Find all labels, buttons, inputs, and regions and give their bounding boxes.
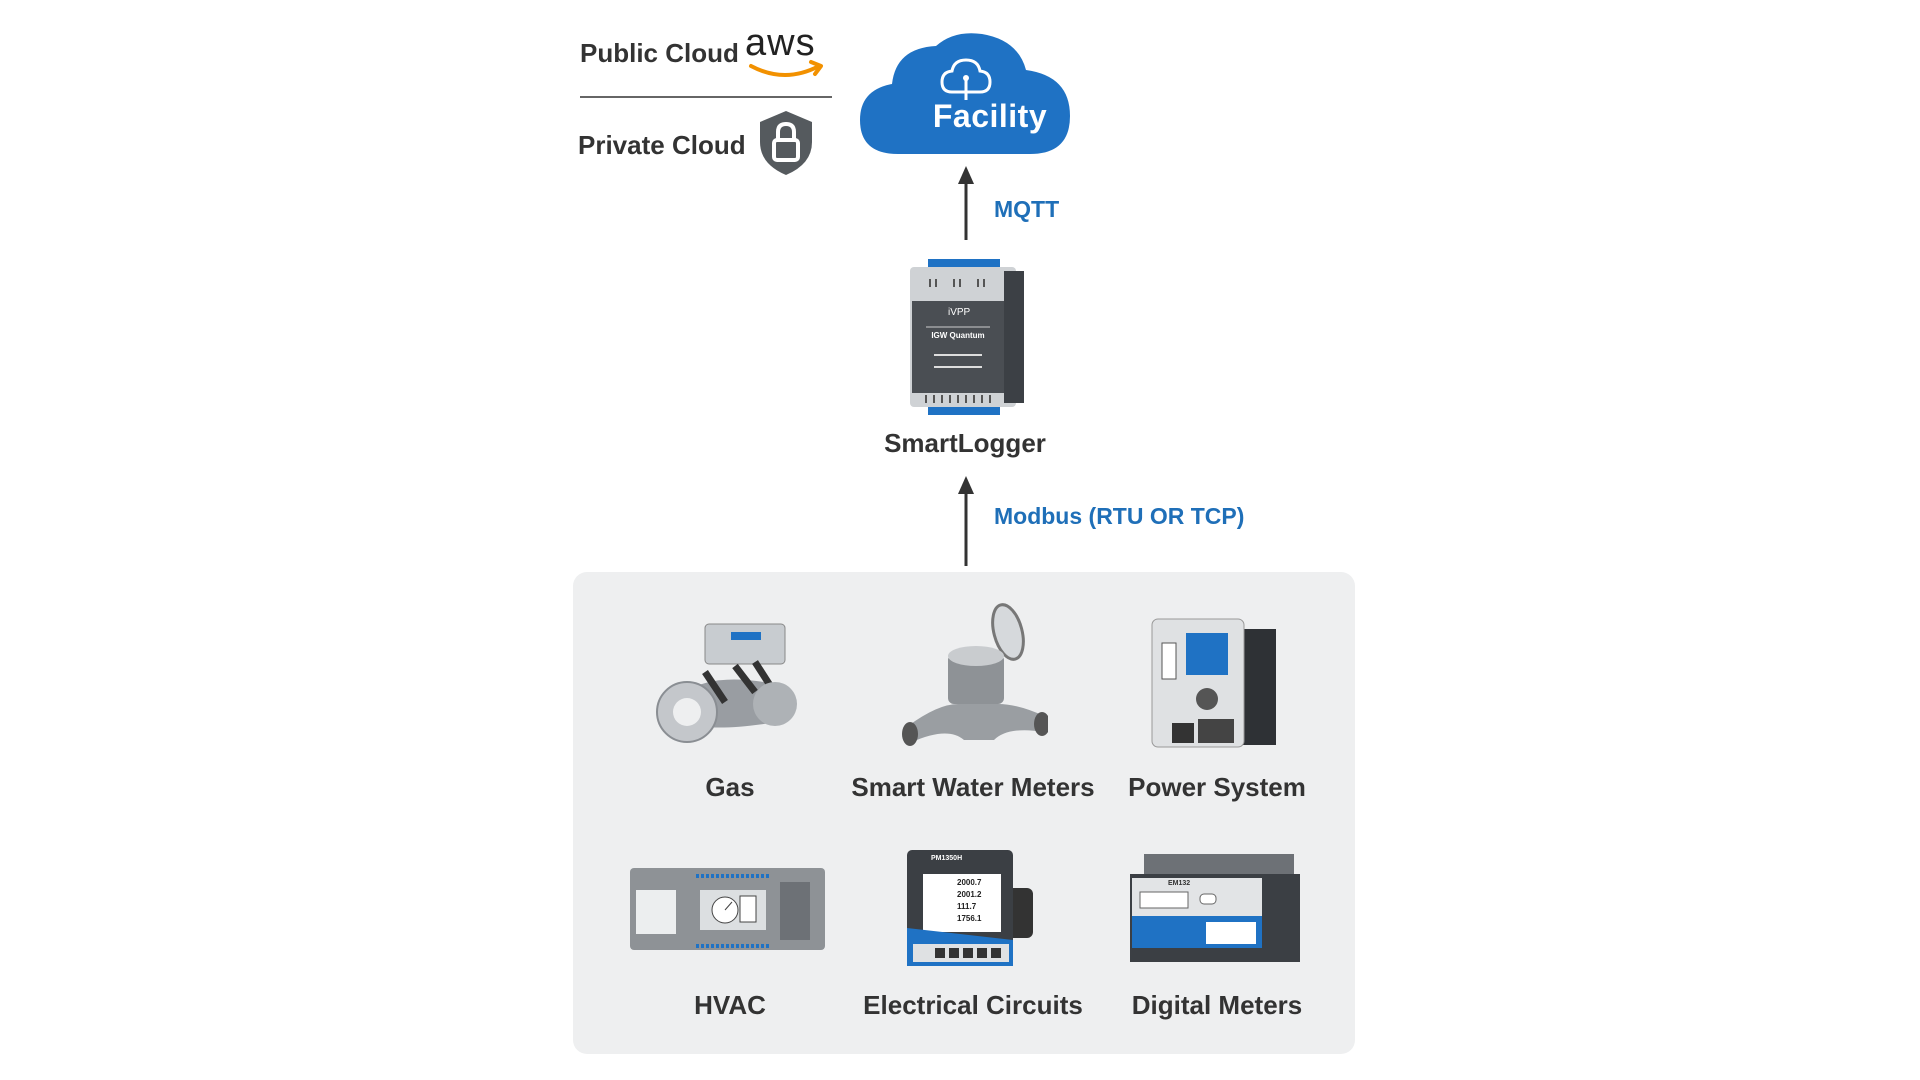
device-label-power: Power System bbox=[1128, 772, 1306, 802]
cloud-divider bbox=[580, 96, 832, 98]
device-label-gas: Gas bbox=[705, 772, 755, 802]
private-cloud-label: Private Cloud bbox=[578, 130, 746, 160]
smartlogger-label: SmartLogger bbox=[884, 428, 1046, 458]
aws-smile-icon bbox=[749, 60, 823, 77]
meter-reading-2: 2001.2 bbox=[957, 890, 982, 899]
hvac-controller-icon bbox=[630, 860, 825, 955]
modbus-label: Modbus (RTU OR TCP) bbox=[994, 503, 1245, 529]
logger-brand-text: iVPP bbox=[948, 307, 971, 318]
aws-logo-text: aws bbox=[745, 22, 816, 64]
smartlogger-device-icon: iVPP IGW Quantum bbox=[900, 255, 1030, 420]
meter-reading-3: 111.7 bbox=[957, 902, 977, 911]
digital-meter-icon: EM132 bbox=[1128, 850, 1303, 965]
shield-lock-icon bbox=[756, 108, 816, 178]
power-meter-icon: PM1350H 2000.7 2001.2 111.7 1756.1 bbox=[905, 848, 1040, 968]
meter-reading-1: 2000.7 bbox=[957, 878, 982, 887]
device-label-electrical: Electrical Circuits bbox=[863, 990, 1083, 1020]
facility-cloud-icon bbox=[858, 28, 1074, 158]
small-cloud-icon bbox=[940, 58, 992, 100]
digital-meter-model-text: EM132 bbox=[1168, 880, 1191, 887]
device-label-water: Smart Water Meters bbox=[851, 772, 1095, 802]
public-cloud-label: Public Cloud bbox=[580, 38, 739, 68]
water-meter-icon bbox=[898, 600, 1048, 750]
mqtt-label: MQTT bbox=[994, 196, 1060, 222]
gas-flow-meter-icon bbox=[655, 612, 805, 762]
logger-model-text: IGW Quantum bbox=[931, 331, 985, 340]
modbus-arrow bbox=[958, 476, 974, 566]
mqtt-arrow bbox=[958, 166, 974, 240]
meter-model-text: PM1350H bbox=[931, 855, 963, 862]
device-label-digital: Digital Meters bbox=[1131, 990, 1303, 1020]
aws-logo-icon: aws bbox=[745, 22, 825, 82]
power-relay-icon bbox=[1150, 615, 1280, 750]
device-label-hvac: HVAC bbox=[694, 990, 766, 1020]
meter-reading-4: 1756.1 bbox=[957, 914, 982, 923]
facility-label: Facility bbox=[932, 98, 1048, 134]
